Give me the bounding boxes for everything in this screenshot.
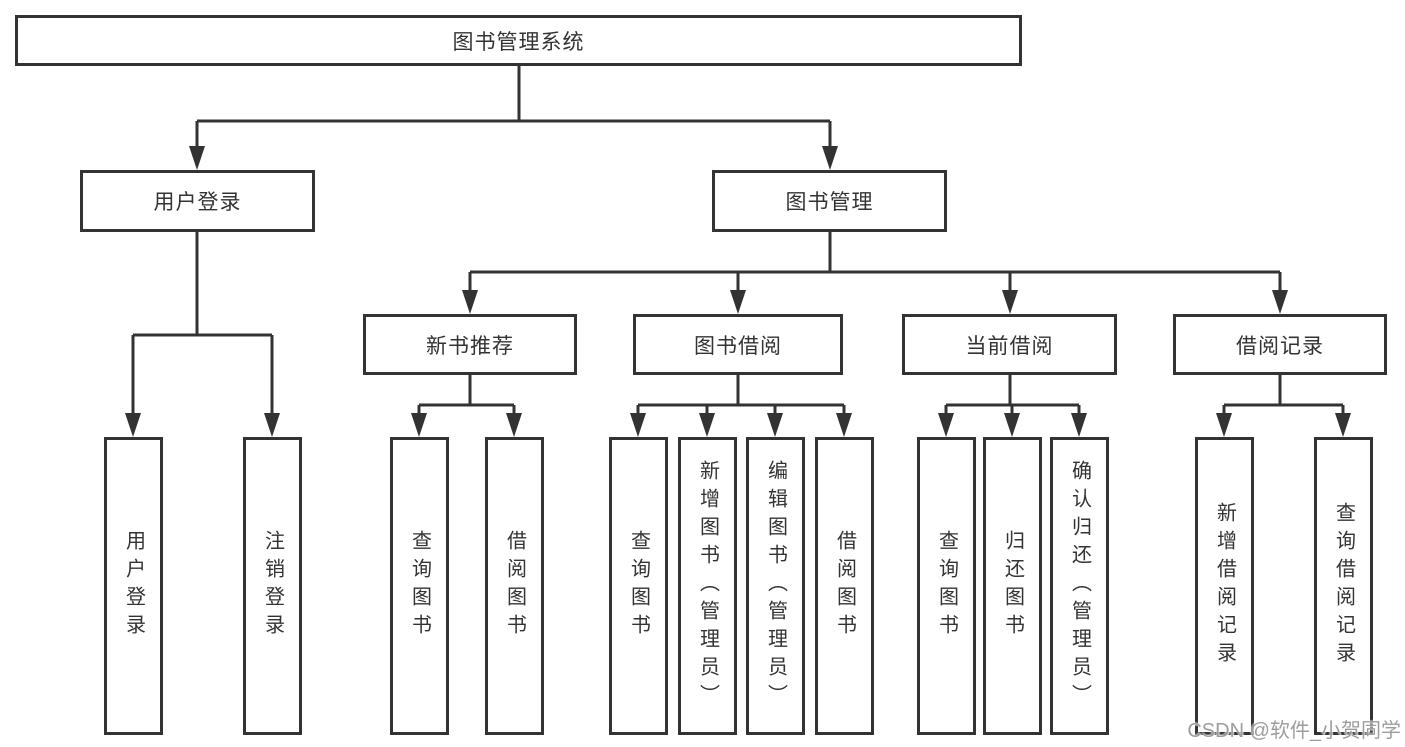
arrowhead-down-icon xyxy=(699,413,715,437)
node-label: 借阅记录 xyxy=(1236,334,1324,358)
node-label: 查询图书 xyxy=(627,530,650,642)
arrowhead-down-icon xyxy=(1071,413,1087,437)
node-leaf-query-books-current: 查询图书 xyxy=(917,437,976,735)
node-label: 用户登录 xyxy=(153,191,242,214)
arrowhead-down-icon xyxy=(1272,290,1288,314)
arrowhead-down-icon xyxy=(411,413,427,437)
arrowhead-down-icon xyxy=(264,413,280,437)
connector-line xyxy=(195,66,832,150)
node-label: 查询图书 xyxy=(935,530,958,642)
arrowhead-down-icon xyxy=(1004,413,1020,437)
node-book-borrow: 图书借阅 xyxy=(633,314,843,375)
node-label: 新增借阅记录 xyxy=(1213,502,1236,670)
node-leaf-add-borrow-record: 新增借阅记录 xyxy=(1195,437,1254,735)
arrowhead-down-icon xyxy=(125,413,141,437)
arrowhead-down-icon xyxy=(1335,413,1351,437)
node-label: 查询图书 xyxy=(408,530,431,642)
node-label: 归还图书 xyxy=(1001,530,1024,642)
arrowhead-down-icon xyxy=(767,413,783,437)
connector-line xyxy=(468,232,1282,295)
arrowhead-down-icon xyxy=(189,146,205,170)
node-current-borrow: 当前借阅 xyxy=(902,314,1117,375)
node-leaf-user-login: 用户登录 xyxy=(104,437,163,735)
node-label: 注销登录 xyxy=(261,530,284,642)
node-label: 借阅图书 xyxy=(503,530,526,642)
node-label: 编辑图书（管理员） xyxy=(764,460,787,712)
node-leaf-edit-book-admin: 编辑图书（管理员） xyxy=(746,437,805,735)
node-leaf-query-books-recommend: 查询图书 xyxy=(390,437,449,735)
node-label: 图书管理系统 xyxy=(452,30,585,54)
connector-book-management-to-level3 xyxy=(462,232,1288,314)
connector-line xyxy=(636,375,846,420)
arrowhead-down-icon xyxy=(836,413,852,437)
node-borrow-record: 借阅记录 xyxy=(1173,314,1387,375)
arrowhead-down-icon xyxy=(506,413,522,437)
arrowhead-down-icon xyxy=(822,146,838,170)
node-label: 新书推荐 xyxy=(426,334,514,358)
node-label: 确认归还（管理员） xyxy=(1068,460,1091,712)
connector-new-book-to-leaves xyxy=(411,375,522,437)
node-leaf-add-book-admin: 新增图书（管理员） xyxy=(678,437,737,735)
node-leaf-return-book: 归还图书 xyxy=(983,437,1042,735)
connector-root-to-level2 xyxy=(189,66,838,170)
connector-line xyxy=(944,375,1081,420)
arrowhead-down-icon xyxy=(462,290,478,314)
node-leaf-borrow-books-recommend: 借阅图书 xyxy=(485,437,544,735)
node-leaf-confirm-return-admin: 确认归还（管理员） xyxy=(1050,437,1109,735)
arrowhead-down-icon xyxy=(630,413,646,437)
csdn-watermark: CSDN @软件_小贺同学 xyxy=(1187,720,1401,742)
arrowhead-down-icon xyxy=(1002,290,1018,314)
node-user-login: 用户登录 xyxy=(80,170,315,232)
node-label: 新增图书（管理员） xyxy=(696,460,719,712)
arrowhead-down-icon xyxy=(730,290,746,314)
node-label: 当前借阅 xyxy=(965,334,1054,358)
node-label: 图书借阅 xyxy=(694,334,782,358)
node-library-management-system: 图书管理系统 xyxy=(15,15,1022,66)
node-new-book-recommend: 新书推荐 xyxy=(363,314,577,375)
node-label: 查询借阅记录 xyxy=(1332,502,1355,670)
connector-line xyxy=(417,375,516,420)
connector-user-login-to-leaves xyxy=(125,232,280,437)
node-leaf-logout: 注销登录 xyxy=(243,437,302,735)
connector-book-borrow-to-leaves xyxy=(630,375,852,437)
node-label: 用户登录 xyxy=(122,530,145,642)
arrowhead-down-icon xyxy=(938,413,954,437)
connector-borrow-record-to-leaves xyxy=(1216,375,1351,437)
node-leaf-query-books-borrow: 查询图书 xyxy=(609,437,668,735)
connector-line xyxy=(1222,375,1345,420)
connector-line xyxy=(131,232,274,420)
node-book-management: 图书管理 xyxy=(712,170,947,232)
node-label: 借阅图书 xyxy=(833,530,856,642)
node-leaf-query-borrow-record: 查询借阅记录 xyxy=(1314,437,1373,735)
arrowhead-down-icon xyxy=(1216,413,1232,437)
connector-current-borrow-to-leaves xyxy=(938,375,1087,437)
node-leaf-borrow-books: 借阅图书 xyxy=(815,437,874,735)
node-label: 图书管理 xyxy=(785,191,874,214)
